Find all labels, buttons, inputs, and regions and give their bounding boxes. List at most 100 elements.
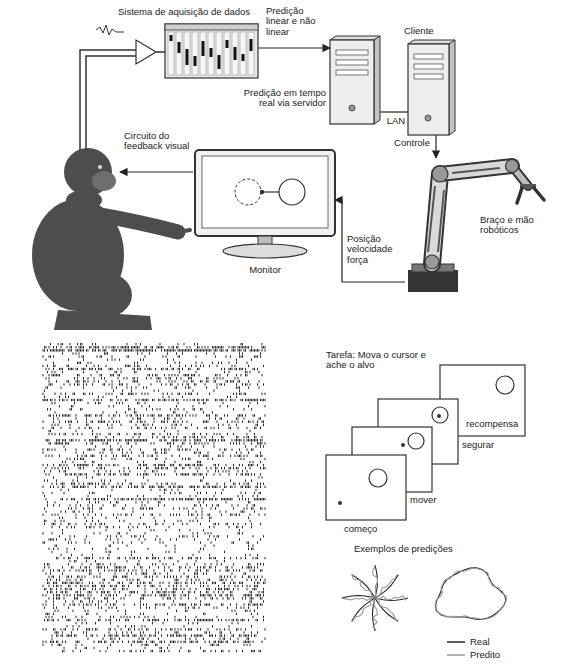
client-computer-part: [449, 40, 455, 135]
trajectory-trace: [373, 566, 378, 598]
spike-row: [46, 510, 255, 512]
spike-row: [49, 442, 265, 444]
trajectory-trace: [352, 574, 375, 598]
spike-row: [49, 548, 253, 550]
spike-row: [46, 600, 264, 602]
rack-module: [184, 32, 190, 75]
spike-row: [60, 535, 264, 537]
label-slot: Exemplos de predições: [354, 544, 484, 554]
monitor-box: Monitor: [195, 150, 335, 262]
edge-label-slot: Controle: [378, 138, 430, 148]
client-computer: [408, 40, 455, 135]
spike-row: [43, 641, 262, 643]
spike-row: [43, 464, 264, 466]
edge-label: LAN: [384, 116, 408, 126]
server-computer-part: [330, 40, 374, 124]
spike-row: [51, 343, 263, 345]
task-title: Tarefa: Mova o cursor e ache o alvo: [326, 350, 440, 371]
acquisition-rack-part: [168, 32, 254, 75]
spike-row: [55, 610, 255, 612]
spike-row: [55, 631, 258, 633]
robotic-arm-part: [432, 166, 448, 182]
task-panels-part: [338, 501, 342, 505]
examples-title: Exemplos de predições: [354, 544, 484, 554]
spike-row: [48, 579, 266, 581]
spike-row: [43, 644, 250, 646]
spike-row: [43, 594, 264, 596]
trajectory-trace: [353, 598, 375, 621]
legend-line-sample: [446, 651, 466, 659]
rack-indicator: [210, 48, 213, 57]
spike-row: [43, 452, 261, 454]
server-computer-part: [336, 60, 368, 65]
spike-row: [43, 486, 265, 488]
task-panels: [326, 365, 525, 520]
prediction-traces: [341, 565, 506, 631]
spike-row: [54, 417, 261, 419]
monkey-figure-part: [98, 165, 102, 169]
task-panels-part: [437, 414, 441, 418]
spike-row: [49, 414, 265, 416]
client-computer-part: [414, 74, 443, 79]
spike-row: [49, 597, 262, 599]
spike-row: [48, 504, 255, 506]
spike-row: [43, 532, 243, 534]
label-slot: mover: [410, 495, 450, 505]
rack-indicator: [250, 39, 253, 51]
legend-text: Predito: [470, 650, 500, 660]
rack-module: [216, 32, 222, 75]
rack-module: [168, 32, 174, 75]
label-slot: segurar: [462, 440, 512, 450]
step-label: recompensa: [466, 419, 522, 429]
node-text: Monitor: [195, 265, 335, 275]
connector-arrow: [258, 47, 330, 48]
spike-row: [52, 483, 264, 485]
trajectory-trace: [352, 598, 375, 621]
spike-row: [43, 585, 258, 587]
trajectory-trace: [375, 575, 396, 598]
spike-raster: [43, 343, 265, 652]
legend-row: Real: [446, 632, 490, 650]
monkey-figure: [32, 148, 190, 330]
edge-label-slot: LAN: [384, 116, 408, 126]
robotic-arm-part: [517, 188, 544, 203]
spike-row: [45, 390, 240, 392]
spike-row: [54, 476, 263, 478]
spike-row: [52, 638, 265, 640]
trajectory-trace: [373, 598, 378, 630]
spike-row: [64, 647, 201, 649]
spike-row: [43, 399, 265, 401]
spike-row: [43, 492, 261, 494]
spike-row: [49, 433, 255, 435]
spike-row: [46, 498, 265, 500]
spike-row: [57, 557, 266, 559]
connector-arrow: [380, 111, 408, 112]
edge-label: Controle: [378, 138, 430, 148]
spike-row: [45, 523, 261, 525]
spike-row: [55, 411, 213, 413]
monitor-screen-part: [279, 179, 305, 205]
spike-row: [46, 439, 262, 441]
node-text: Braço e mão robóticos: [480, 215, 544, 236]
spike-row: [43, 448, 253, 450]
robot-arm-box: Braço e mão robóticos: [405, 158, 552, 292]
server-computer-part: [336, 50, 368, 55]
rack-module: [248, 32, 254, 75]
spike-row: [48, 582, 266, 584]
step-label: segurar: [462, 440, 512, 450]
client-computer-part: [408, 44, 449, 135]
spike-row: [64, 445, 264, 447]
spike-row: [43, 541, 258, 543]
spike-row: [52, 424, 264, 426]
spike-row: [46, 386, 259, 388]
spike-row: [61, 554, 258, 556]
spike-row: [45, 495, 258, 497]
step-label: mover: [410, 495, 450, 505]
monitor-screen-part: [202, 156, 328, 228]
electrode-wire-part: [136, 40, 156, 64]
spike-row: [46, 368, 258, 370]
acquisition-rack-part: [165, 24, 258, 78]
spike-row: [67, 625, 252, 627]
spike-row: [54, 362, 248, 364]
robotic-arm: [408, 160, 544, 293]
